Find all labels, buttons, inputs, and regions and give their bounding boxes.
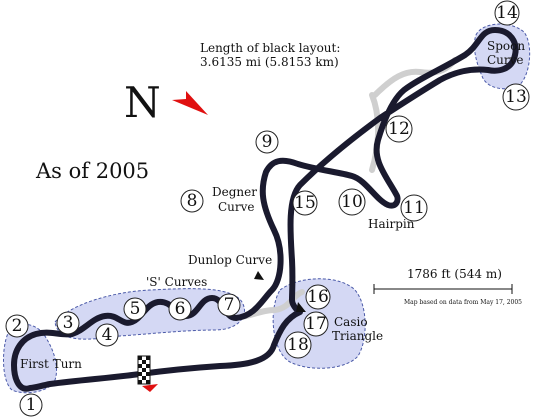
corner-3: 3 (56, 311, 80, 335)
first-turn-label: First Turn (20, 357, 82, 371)
svg-text:2: 2 (12, 316, 23, 336)
scale-bar: 1786 ft (544 m) Map based on data from M… (373, 267, 522, 306)
corner-4: 4 (95, 323, 119, 347)
direction-arrow-icon (142, 384, 158, 392)
svg-text:6: 6 (175, 299, 186, 319)
corner-15: 15 (292, 190, 318, 216)
corner-13: 13 (502, 83, 530, 111)
svg-text:10: 10 (341, 192, 363, 212)
svg-text:12: 12 (388, 119, 410, 139)
as-of-label: As of 2005 (35, 159, 149, 183)
scale-note: Map based on data from May 17, 2005 (404, 299, 522, 306)
corner-1: 1 (19, 393, 43, 417)
corner-16: 16 (305, 284, 331, 310)
svg-text:13: 13 (505, 87, 527, 107)
corner-18: 18 (284, 331, 312, 359)
svg-text:3: 3 (63, 313, 74, 333)
zone-labels: First Turn 'S' Curves Degner Curve Dunlo… (20, 39, 525, 371)
svg-text:18: 18 (287, 335, 309, 355)
layout-length-line1: Length of black layout: (200, 41, 340, 55)
corner-9: 9 (255, 130, 279, 154)
spoon-label-line2: Curve (487, 53, 524, 67)
hairpin-label: Hairpin (368, 217, 415, 231)
svg-text:4: 4 (102, 325, 113, 345)
scale-label: 1786 ft (544 m) (407, 267, 502, 281)
svg-text:11: 11 (403, 198, 425, 218)
casio-label-line2: Triangle (332, 329, 383, 343)
svg-text:1: 1 (26, 395, 37, 415)
svg-text:8: 8 (187, 191, 198, 211)
degner-label-line1: Degner (212, 185, 257, 199)
corner-5: 5 (123, 297, 147, 321)
degner-label-line2: Curve (218, 200, 255, 214)
start-finish-marker (137, 355, 158, 392)
svg-text:14: 14 (496, 3, 518, 23)
corner-2: 2 (5, 314, 29, 338)
corner-6: 6 (168, 297, 192, 321)
svg-text:17: 17 (305, 314, 327, 334)
corner-14: 14 (494, 0, 520, 26)
svg-text:16: 16 (307, 287, 329, 307)
svg-text:15: 15 (294, 193, 316, 213)
corner-10: 10 (338, 188, 366, 216)
casio-marker-icon (296, 302, 306, 312)
svg-text:9: 9 (262, 132, 273, 152)
dunlop-marker-icon (254, 271, 264, 280)
corner-8: 8 (180, 189, 204, 213)
corner-12: 12 (385, 115, 413, 143)
dunlop-label: Dunlop Curve (188, 253, 272, 267)
corner-11: 11 (400, 194, 428, 222)
casio-label-line1: Casio (334, 315, 368, 329)
svg-text:5: 5 (130, 299, 141, 319)
north-letter: N (124, 78, 161, 127)
layout-length-line2: 3.6135 mi (5.8153 km) (200, 55, 339, 69)
north-arrow-icon (172, 91, 208, 115)
corner-7: 7 (217, 293, 241, 317)
corner-numbers: 1 2 3 4 5 6 7 8 9 10 11 12 13 14 15 16 1… (5, 0, 530, 417)
corner-17: 17 (303, 311, 329, 337)
s-curves-label: 'S' Curves (146, 275, 207, 289)
svg-text:7: 7 (224, 295, 235, 315)
spoon-label-line1: Spoon (487, 39, 525, 53)
